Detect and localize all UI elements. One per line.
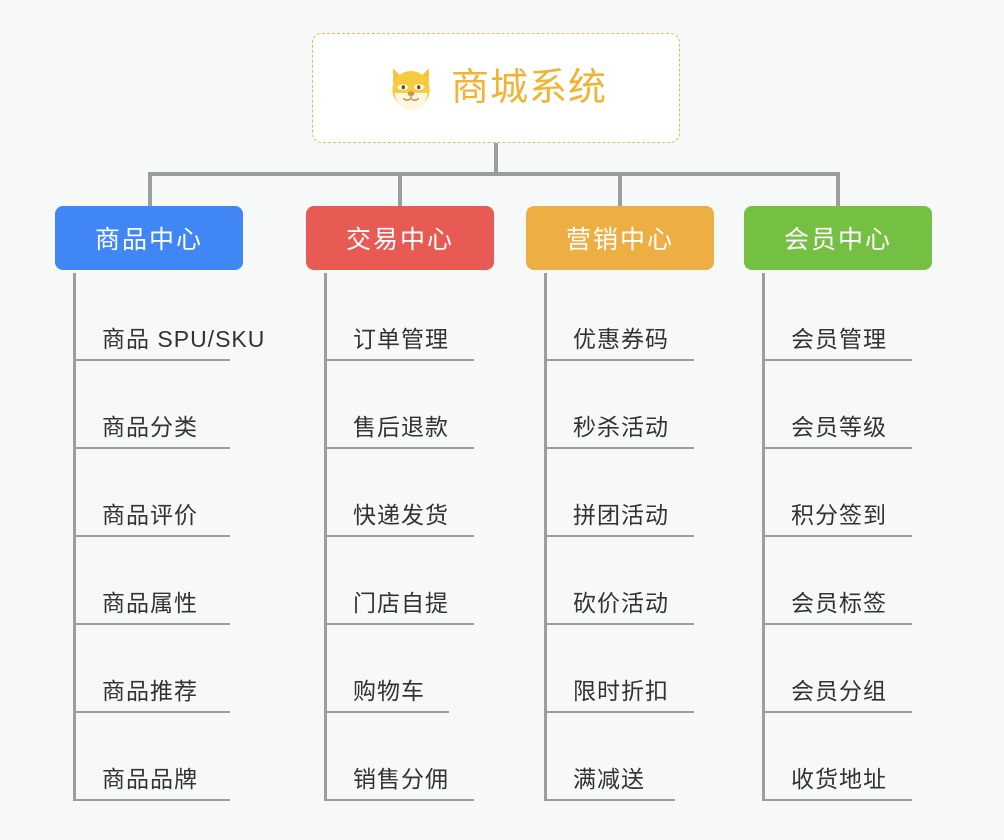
leaf-item[interactable]: 会员管理: [763, 273, 934, 361]
leaf-label: 优惠券码: [573, 326, 669, 352]
leaf-item[interactable]: 商品评价: [74, 449, 245, 537]
leaf-label: 购物车: [353, 678, 425, 704]
leaf-item[interactable]: 商品推荐: [74, 625, 245, 713]
connector-root-stem: [494, 143, 498, 176]
leaf-label: 销售分佣: [353, 766, 449, 792]
leaf-label: 快递发货: [353, 502, 449, 528]
leaf-list-3: 优惠券码 秒杀活动 拼团活动 砍价活动 限时折扣 满减送: [526, 273, 716, 801]
leaf-label: 会员标签: [791, 590, 887, 616]
leaf-label: 商品推荐: [102, 678, 198, 704]
leaf-label: 砍价活动: [573, 590, 669, 616]
branch-column-3: 营销中心 优惠券码 秒杀活动 拼团活动 砍价活动 限时折扣 满减送: [526, 206, 716, 801]
leaf-item[interactable]: 限时折扣: [545, 625, 716, 713]
leaf-list-4: 会员管理 会员等级 积分签到 会员标签 会员分组 收货地址: [744, 273, 934, 801]
root-title: 商城系统: [450, 67, 607, 109]
leaf-label: 收货地址: [791, 766, 887, 792]
leaf-item[interactable]: 拼团活动: [545, 449, 716, 537]
root-node[interactable]: 商城系统: [312, 33, 680, 143]
leaf-item[interactable]: 商品属性: [74, 537, 245, 625]
leaf-label: 商品评价: [102, 502, 198, 528]
leaf-item[interactable]: 优惠券码: [545, 273, 716, 361]
leaf-label: 积分签到: [791, 502, 887, 528]
connector-drop-1: [148, 172, 152, 208]
leaf-item[interactable]: 门店自提: [325, 537, 496, 625]
shiba-dog-icon: [392, 68, 430, 110]
leaf-item[interactable]: 快递发货: [325, 449, 496, 537]
leaf-item[interactable]: 砍价活动: [545, 537, 716, 625]
leaf-item[interactable]: 会员标签: [763, 537, 934, 625]
branch-header-product[interactable]: 商品中心: [55, 206, 243, 270]
leaf-item[interactable]: 销售分佣: [325, 713, 496, 801]
leaf-label: 售后退款: [353, 414, 449, 440]
branch-header-member[interactable]: 会员中心: [744, 206, 932, 270]
leaf-label: 订单管理: [353, 326, 449, 352]
branch-header-trade[interactable]: 交易中心: [306, 206, 494, 270]
leaf-item[interactable]: 秒杀活动: [545, 361, 716, 449]
leaf-label: 会员等级: [791, 414, 887, 440]
connector-drop-3: [618, 172, 622, 208]
leaf-item[interactable]: 商品分类: [74, 361, 245, 449]
leaf-spine-4: [762, 273, 765, 801]
connector-horizontal-bus: [148, 172, 836, 176]
leaf-item[interactable]: 订单管理: [325, 273, 496, 361]
leaf-label: 商品分类: [102, 414, 198, 440]
leaf-item[interactable]: 收货地址: [763, 713, 934, 801]
leaf-item[interactable]: 商品品牌: [74, 713, 245, 801]
leaf-label: 商品属性: [102, 590, 198, 616]
leaf-list-1: 商品 SPU/SKU 商品分类 商品评价 商品属性 商品推荐 商品品牌: [55, 273, 264, 801]
leaf-item[interactable]: 满减送: [545, 713, 716, 801]
leaf-item[interactable]: 售后退款: [325, 361, 496, 449]
leaf-label: 商品品牌: [102, 766, 198, 792]
branch-header-marketing[interactable]: 营销中心: [526, 206, 714, 270]
leaf-label: 限时折扣: [573, 678, 669, 704]
branch-column-2: 交易中心 订单管理 售后退款 快递发货 门店自提 购物车 销售分佣: [306, 206, 496, 801]
leaf-label: 门店自提: [353, 590, 449, 616]
leaf-label: 满减送: [573, 766, 645, 792]
branch-column-4: 会员中心 会员管理 会员等级 积分签到 会员标签 会员分组 收货地址: [744, 206, 934, 801]
leaf-item[interactable]: 会员等级: [763, 361, 934, 449]
leaf-item[interactable]: 购物车: [325, 625, 496, 713]
leaf-spine-1: [73, 273, 76, 801]
leaf-label: 会员分组: [791, 678, 887, 704]
leaf-label: 会员管理: [791, 326, 887, 352]
leaf-label: 拼团活动: [573, 502, 669, 528]
leaf-spine-3: [544, 273, 547, 801]
branch-column-1: 商品中心 商品 SPU/SKU 商品分类 商品评价 商品属性 商品推荐 商品品牌: [55, 206, 264, 801]
connector-drop-2: [398, 172, 402, 208]
leaf-label: 秒杀活动: [573, 414, 669, 440]
leaf-item[interactable]: 商品 SPU/SKU: [74, 273, 264, 361]
connector-drop-4: [836, 172, 840, 208]
leaf-label: 商品 SPU/SKU: [102, 326, 266, 352]
leaf-list-2: 订单管理 售后退款 快递发货 门店自提 购物车 销售分佣: [306, 273, 496, 801]
leaf-item[interactable]: 会员分组: [763, 625, 934, 713]
leaf-spine-2: [324, 273, 327, 801]
leaf-item[interactable]: 积分签到: [763, 449, 934, 537]
